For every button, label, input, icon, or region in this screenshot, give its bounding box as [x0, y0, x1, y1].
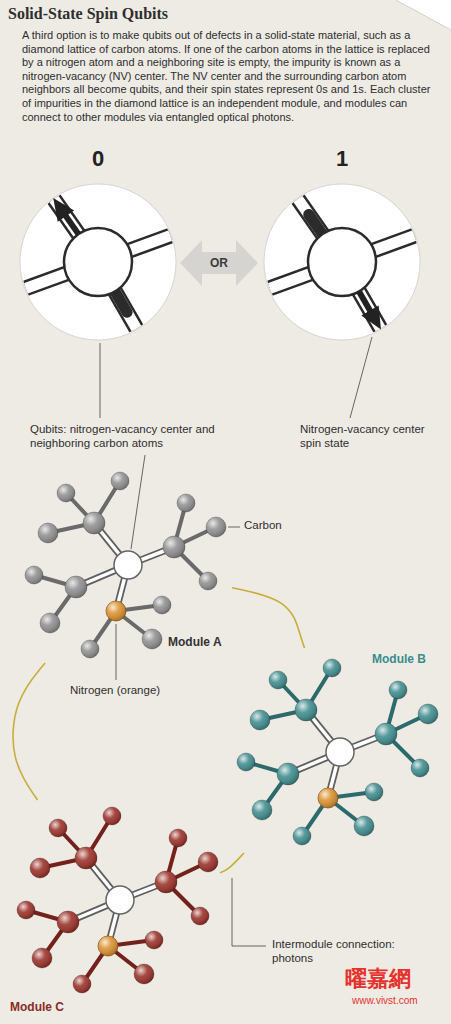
photon-connection	[13, 663, 45, 800]
callout-label: Intermodule connection: photons	[272, 938, 402, 966]
qubit-module: Module C	[5, 800, 220, 1018]
spin-state-circle: 1	[262, 146, 422, 342]
part-label: Carbon	[244, 519, 282, 533]
spin-state-circle: 0	[18, 146, 178, 342]
page-curl	[396, 0, 451, 30]
module-label: Module B	[372, 652, 426, 666]
watermark: 曜嘉網	[345, 966, 411, 992]
or-double-arrow: OR	[180, 238, 258, 288]
page-curl-edge	[396, 0, 451, 30]
spin-one-figure	[253, 184, 432, 344]
title: Solid-State Spin Qubits	[8, 5, 168, 23]
watermark-url: www.vivst.com	[352, 995, 418, 1007]
double-arrow-fill	[180, 240, 258, 286]
spin-zero-figure	[9, 184, 188, 344]
qubit-module: Module B	[234, 648, 446, 853]
module-label: Module C	[10, 1000, 64, 1014]
photon-connection	[220, 853, 244, 873]
callout-label: Qubits: nitrogen-vacancy center and neig…	[30, 423, 245, 451]
photon-connection	[232, 588, 305, 648]
callout-label: Nitrogen-vacancy center spin state	[300, 423, 425, 451]
part-label: Nitrogen (orange)	[70, 684, 160, 698]
or-label: OR	[210, 256, 228, 270]
module-label: Module A	[168, 635, 222, 649]
module-c-cluster	[17, 807, 218, 993]
module-b-cluster	[237, 659, 438, 845]
module-a-cluster	[25, 472, 226, 658]
state-label: 0	[92, 146, 104, 172]
qubit-module: Module A	[22, 468, 232, 663]
state-label: 1	[336, 146, 348, 172]
caption-text: A third option is to make qubits out of …	[22, 29, 440, 124]
